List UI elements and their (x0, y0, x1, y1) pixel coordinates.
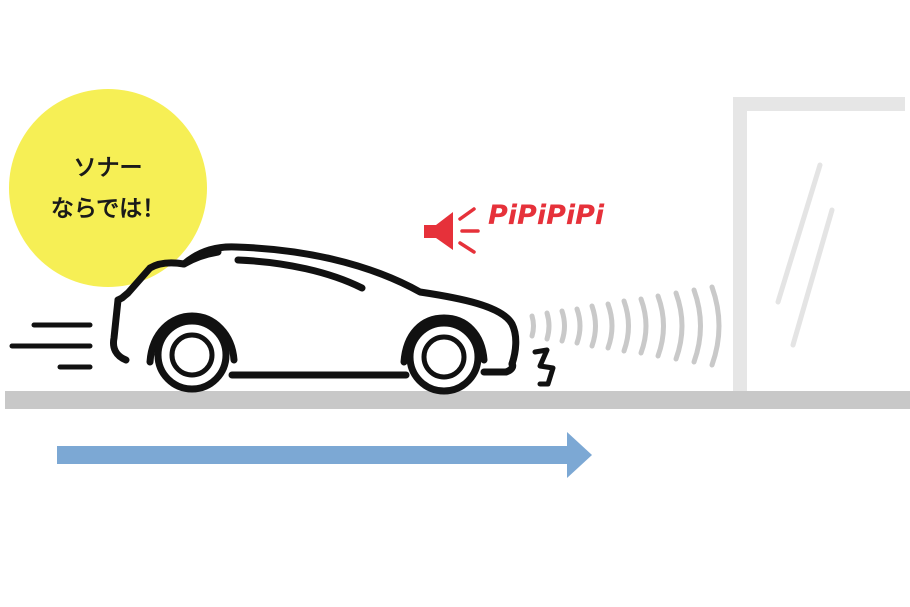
rear-wheel (154, 317, 230, 393)
speed-lines (9, 322, 93, 370)
sound-effect-text: PiPiPiPi (488, 200, 605, 231)
direction-arrow-icon (57, 432, 592, 478)
ground (5, 391, 910, 409)
bubble-text-line-1: ソナー (74, 155, 143, 181)
sonar-waves-icon (529, 284, 722, 368)
car-icon (110, 243, 520, 379)
glass-reflection-line-2 (790, 207, 835, 348)
speech-bubble: ソナー ならでは！ (9, 89, 207, 287)
glass-reflection-line-1 (775, 162, 823, 305)
curb-stopper-icon (532, 347, 556, 387)
wall-frame (733, 97, 905, 396)
speaker-icon (424, 207, 480, 254)
front-wheel (406, 319, 482, 395)
bubble-text-line-2: ならでは！ (51, 196, 165, 222)
